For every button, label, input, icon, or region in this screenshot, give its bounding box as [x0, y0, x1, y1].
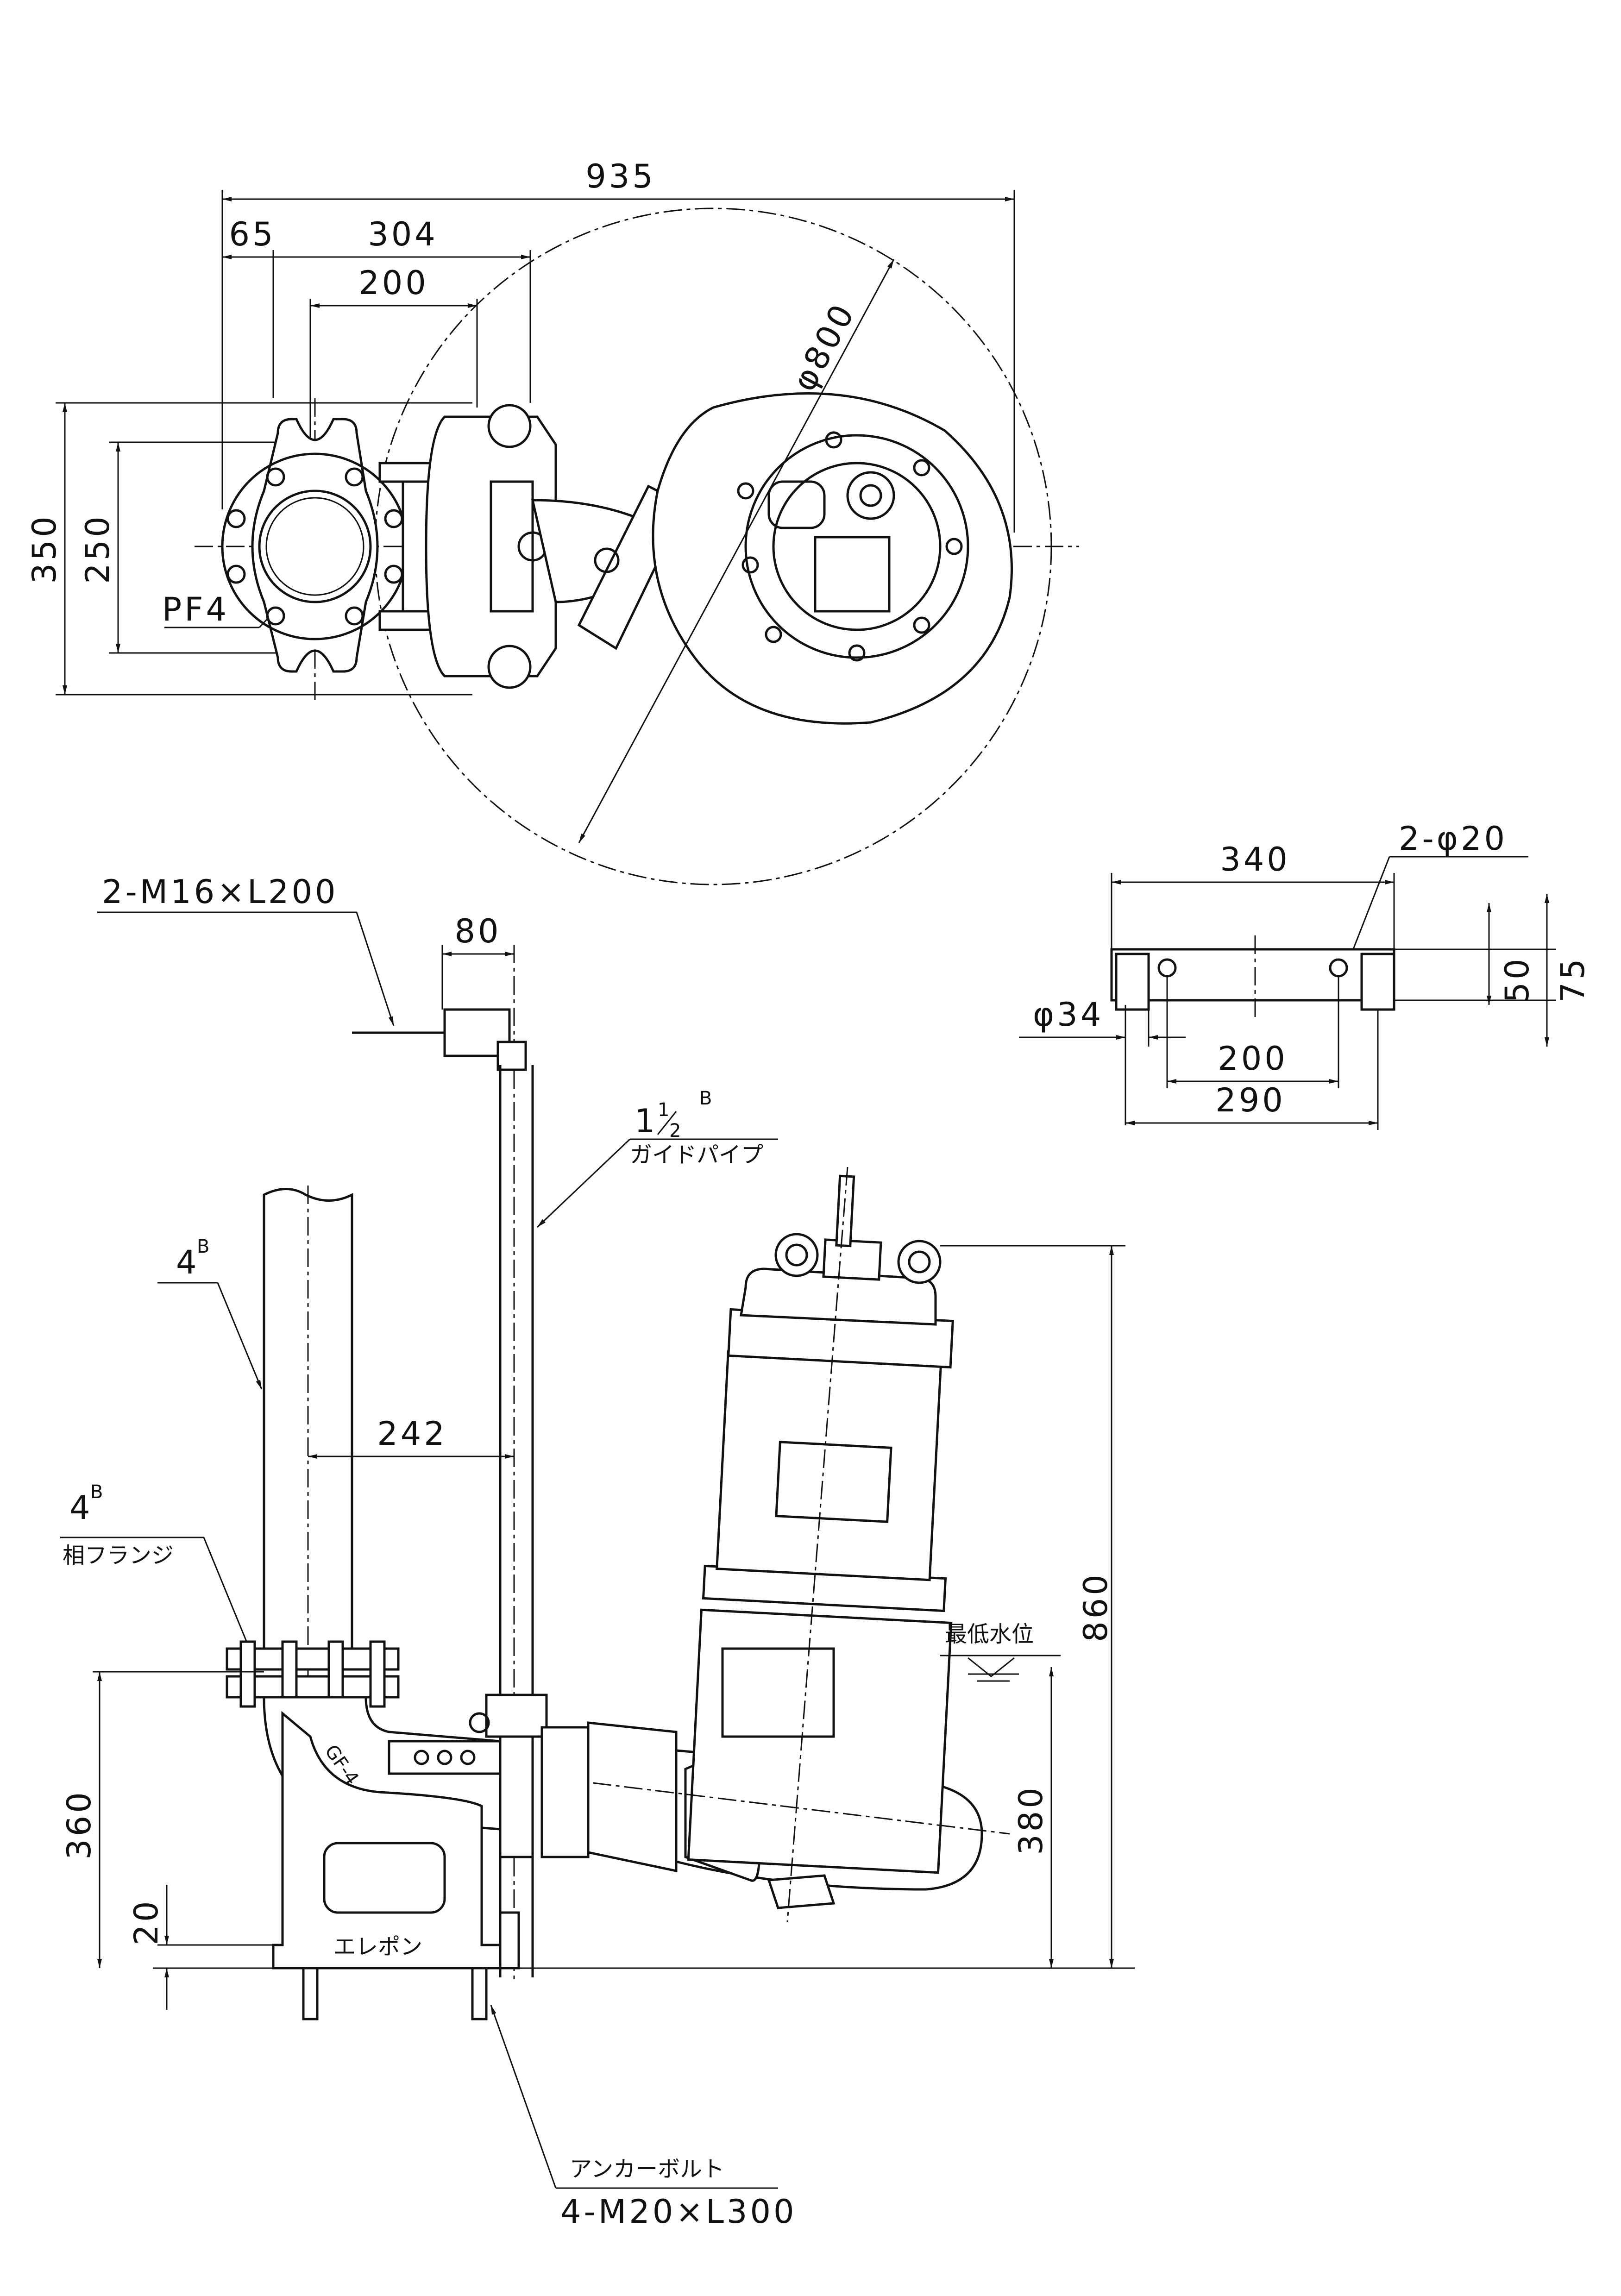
holes-leader-arrow	[1347, 856, 1390, 964]
pump-outlet-centerline	[592, 1782, 1010, 1835]
elevation-view: 2-M16×L200 80 1 1 2 B ガイドパイプ 4 B 242	[60, 873, 1135, 2231]
dim-340: 340	[1220, 841, 1290, 878]
min-water-level: 最低水位	[945, 1621, 1034, 1647]
dim-80: 80	[454, 912, 501, 950]
bracket-hole-b	[1329, 958, 1348, 978]
guide-pipe-arrow	[536, 1138, 631, 1228]
flange-unit: B	[90, 1481, 103, 1503]
bolt-spec-label: 2-M16×L200	[102, 873, 339, 911]
dim-2phi20: 2-φ20	[1399, 820, 1508, 858]
anchor-bolt-right	[471, 1967, 488, 2020]
plan-guide-pipe-top	[487, 404, 532, 448]
base-window	[323, 1842, 446, 1914]
rib-hole-a	[414, 1750, 429, 1765]
anchor-bolt-left	[302, 1967, 319, 2020]
dim-phi34: φ34	[1033, 996, 1104, 1034]
motor-panel	[775, 1441, 892, 1523]
dim-350: 350	[25, 514, 63, 584]
discharge-unit: B	[197, 1236, 209, 1257]
plan-flange-body	[251, 418, 379, 673]
rib-hole-c	[460, 1750, 476, 1765]
pump-discharge-flange-b	[587, 1721, 678, 1873]
flange-bore-inner	[265, 497, 364, 596]
dim-800-line	[578, 259, 895, 843]
discharge-size: 4	[176, 1243, 200, 1281]
cable-gland	[822, 1238, 882, 1281]
guide-pipe-foot	[499, 1911, 520, 1970]
lifting-eye-left-hole	[785, 1243, 808, 1267]
bracket-leg-left	[1115, 953, 1150, 1011]
pump-centerline	[786, 1167, 848, 1922]
plan-pump-body	[744, 434, 969, 659]
pump-lower-body	[687, 1608, 953, 1874]
guide-pipe-size: 1	[635, 1102, 658, 1140]
lifting-eye-right	[897, 1240, 942, 1284]
pf4-label: PF4	[162, 590, 229, 628]
frac-slash	[657, 1111, 677, 1135]
bracket-plate	[1110, 948, 1395, 1002]
bracket-hole-a	[1157, 958, 1177, 978]
slide-claw	[485, 1694, 548, 1738]
pump-discharge-flange-a	[540, 1726, 590, 1858]
pump-nameplate	[721, 1647, 835, 1738]
rib-hole-b	[437, 1750, 452, 1765]
power-cable	[835, 1174, 855, 1248]
top-bracket-clip	[496, 1041, 527, 1071]
plan-guide-pipe-bot	[487, 645, 532, 689]
flange-name: 相フランジ	[63, 1543, 174, 1568]
bend-rib	[388, 1740, 502, 1775]
flange-bolts	[239, 1640, 386, 1708]
bolt-leader-arrow	[356, 912, 395, 1026]
lifting-eye-left	[774, 1233, 819, 1277]
dim-65: 65	[229, 215, 276, 253]
duckfoot-base	[272, 1711, 511, 1970]
slide-claw-bolt	[469, 1712, 490, 1733]
dim-75: 75	[1554, 956, 1592, 1003]
dim-phi800: φ800	[785, 296, 863, 397]
dim-304: 304	[368, 215, 438, 253]
guide-pipe-frac-den: 2	[669, 1120, 681, 1142]
dim-200-top: 200	[358, 264, 429, 302]
water-level-mark	[968, 1657, 1015, 1677]
guide-pipe-name: ガイドパイプ	[630, 1142, 763, 1168]
dim-200b: 200	[1218, 1040, 1288, 1078]
dim-935: 935	[585, 157, 656, 195]
dim-242: 242	[377, 1415, 447, 1453]
plan-view: 935 65 304 200 350 250 PF4	[25, 157, 1079, 885]
flange-bore	[258, 489, 372, 603]
dim-250: 250	[79, 514, 117, 584]
lifting-eye-right-hole	[908, 1250, 931, 1273]
brand-mark: エレポン	[333, 1934, 422, 1960]
flange-size: 4	[69, 1489, 93, 1527]
discharge-arrow	[217, 1282, 263, 1390]
pump-foot	[767, 1874, 836, 1909]
slide-rail	[499, 1735, 534, 1858]
dim-20: 20	[127, 1898, 165, 1945]
dim-360: 360	[60, 1789, 98, 1860]
dim-50: 50	[1498, 956, 1536, 1003]
bracket-view: 2-φ20 340 50 75 φ34 200 290	[1019, 820, 1592, 1130]
dim-860: 860	[1077, 1572, 1115, 1642]
anchor-arrow	[490, 2005, 557, 2189]
guide-pipe-frac-num: 1	[658, 1099, 669, 1121]
plan-slide	[490, 480, 534, 613]
dim-380: 380	[1012, 1785, 1050, 1855]
anchor-name: アンカーボルト	[570, 2156, 724, 2182]
motor-frame	[716, 1350, 942, 1581]
guide-pipe-unit: B	[699, 1088, 712, 1109]
dim-290: 290	[1215, 1081, 1286, 1119]
bracket-leg-right	[1360, 953, 1395, 1011]
anchor-spec: 4-M20×L300	[560, 2193, 797, 2231]
